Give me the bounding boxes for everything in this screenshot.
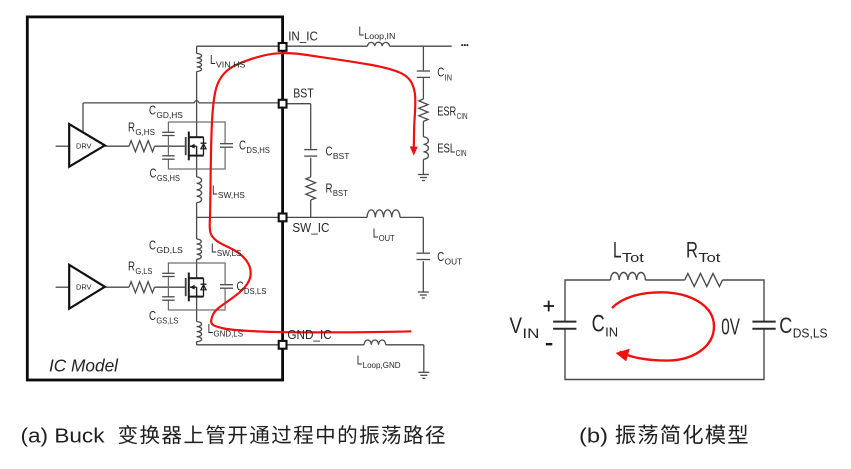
svg-text:Tot: Tot	[622, 251, 645, 265]
svg-text:Tot: Tot	[698, 251, 721, 265]
svg-text:R: R	[686, 238, 698, 263]
svg-text:IC Model: IC Model	[49, 356, 119, 376]
svg-text:C: C	[149, 104, 156, 118]
svg-text:C: C	[437, 250, 444, 264]
svg-text:OUT: OUT	[379, 234, 395, 243]
svg-text:R: R	[326, 182, 333, 196]
svg-text:V: V	[510, 313, 523, 338]
svg-text:C: C	[437, 66, 444, 80]
svg-text:IN: IN	[445, 73, 453, 82]
svg-text:ESR: ESR	[437, 104, 456, 118]
svg-text:SW,LS: SW,LS	[217, 249, 242, 258]
svg-text:GND_IC: GND_IC	[287, 327, 332, 342]
svg-text:BST: BST	[333, 152, 350, 161]
svg-text:G,HS: G,HS	[135, 128, 155, 137]
svg-text:Loop,IN: Loop,IN	[364, 32, 395, 41]
svg-text:C: C	[592, 311, 605, 338]
svg-text:GD,LS: GD,LS	[156, 246, 183, 255]
svg-text:C: C	[237, 280, 244, 294]
svg-text:L: L	[212, 184, 218, 198]
svg-text:DS,HS: DS,HS	[246, 146, 270, 155]
svg-text:C: C	[149, 309, 156, 323]
svg-text:C: C	[239, 139, 246, 153]
svg-text:BST: BST	[333, 189, 348, 198]
svg-text:R: R	[128, 121, 135, 135]
svg-text:C: C	[150, 167, 157, 181]
svg-text:DRV: DRV	[76, 283, 92, 292]
svg-text:L: L	[211, 241, 217, 255]
svg-text:DS,LS: DS,LS	[793, 325, 828, 340]
svg-text:C: C	[326, 145, 333, 159]
svg-text:L: L	[359, 25, 365, 39]
svg-text:C: C	[779, 313, 792, 338]
svg-text:L: L	[208, 322, 214, 336]
svg-text:GS,LS: GS,LS	[156, 317, 178, 326]
svg-text:SW_IC: SW_IC	[292, 220, 329, 235]
svg-text:CIN: CIN	[457, 112, 468, 121]
svg-text:C: C	[149, 239, 156, 253]
svg-text:IN: IN	[605, 324, 618, 339]
svg-text:DS,LS: DS,LS	[244, 287, 267, 296]
svg-text:Loop,GND: Loop,GND	[363, 361, 401, 370]
svg-text:L: L	[373, 226, 379, 240]
svg-text:L: L	[613, 238, 622, 263]
svg-text:CIN: CIN	[456, 149, 467, 158]
svg-text:GS,HS: GS,HS	[157, 174, 180, 183]
svg-text:OUT: OUT	[445, 258, 463, 267]
svg-text:L: L	[357, 353, 363, 367]
svg-text:GND,LS: GND,LS	[214, 330, 244, 339]
svg-text:IN: IN	[522, 326, 539, 341]
svg-text:DRV: DRV	[76, 141, 92, 150]
svg-text:0V: 0V	[721, 314, 740, 340]
svg-text:IN_IC: IN_IC	[288, 29, 318, 44]
svg-text:BST: BST	[293, 85, 314, 100]
svg-text:GD,HS: GD,HS	[156, 111, 183, 120]
svg-text:(a) Buck: (a) Buck	[21, 426, 106, 448]
svg-text:L: L	[210, 53, 216, 67]
svg-text:R: R	[128, 260, 135, 274]
svg-text:SW,HS: SW,HS	[218, 191, 245, 200]
svg-text:ESL: ESL	[437, 142, 455, 156]
svg-text:G,LS: G,LS	[135, 267, 152, 276]
svg-text:VIN,HS: VIN,HS	[216, 61, 246, 70]
svg-text:(b): (b)	[579, 426, 608, 448]
